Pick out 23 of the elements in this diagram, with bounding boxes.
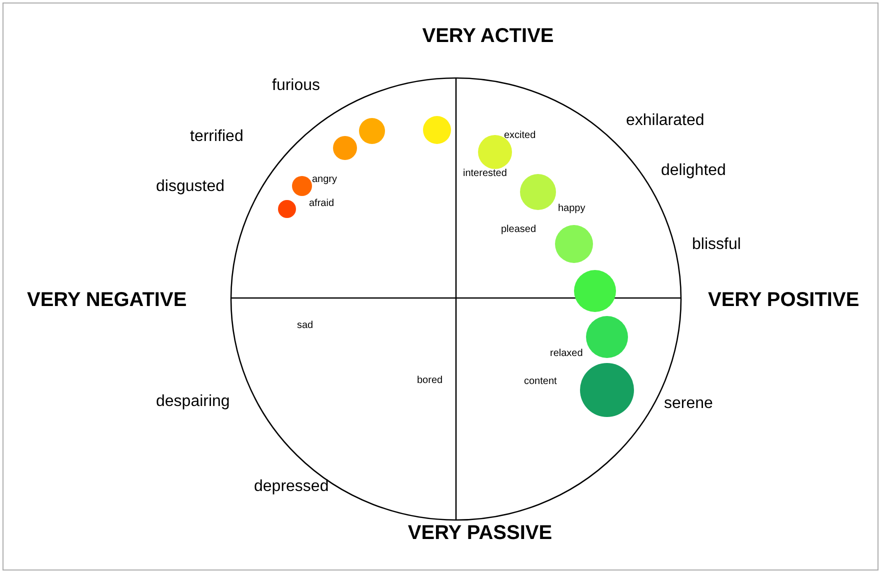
emotion-label: bored bbox=[417, 375, 443, 386]
emotion-label: furious bbox=[272, 77, 320, 95]
emotion-label: excited bbox=[504, 130, 536, 141]
emotion-label: blissful bbox=[692, 236, 741, 254]
axis-label: VERY POSITIVE bbox=[708, 289, 860, 311]
emotion-label: relaxed bbox=[550, 348, 583, 359]
axis-label: VERY NEGATIVE bbox=[27, 289, 187, 311]
emotion-label: pleased bbox=[501, 224, 536, 235]
emotion-label: depressed bbox=[254, 478, 329, 496]
emotion-label: angry bbox=[312, 174, 338, 185]
emotion-label: interested bbox=[463, 168, 507, 179]
axis-label: VERY ACTIVE bbox=[422, 25, 554, 47]
axis-label: VERY PASSIVE bbox=[408, 522, 552, 544]
emotion-label: afraid bbox=[309, 198, 334, 209]
emotion-label: delighted bbox=[661, 162, 726, 180]
emotion-label: content bbox=[524, 376, 557, 387]
emotion-label: despairing bbox=[156, 393, 230, 411]
emotion-label: disgusted bbox=[156, 178, 224, 196]
emotion-label: happy bbox=[558, 203, 586, 214]
emotion-label: serene bbox=[664, 395, 713, 413]
emotion-label: exhilarated bbox=[626, 112, 704, 130]
emotion-label: terrified bbox=[190, 128, 244, 146]
emotion-label: sad bbox=[297, 320, 314, 331]
